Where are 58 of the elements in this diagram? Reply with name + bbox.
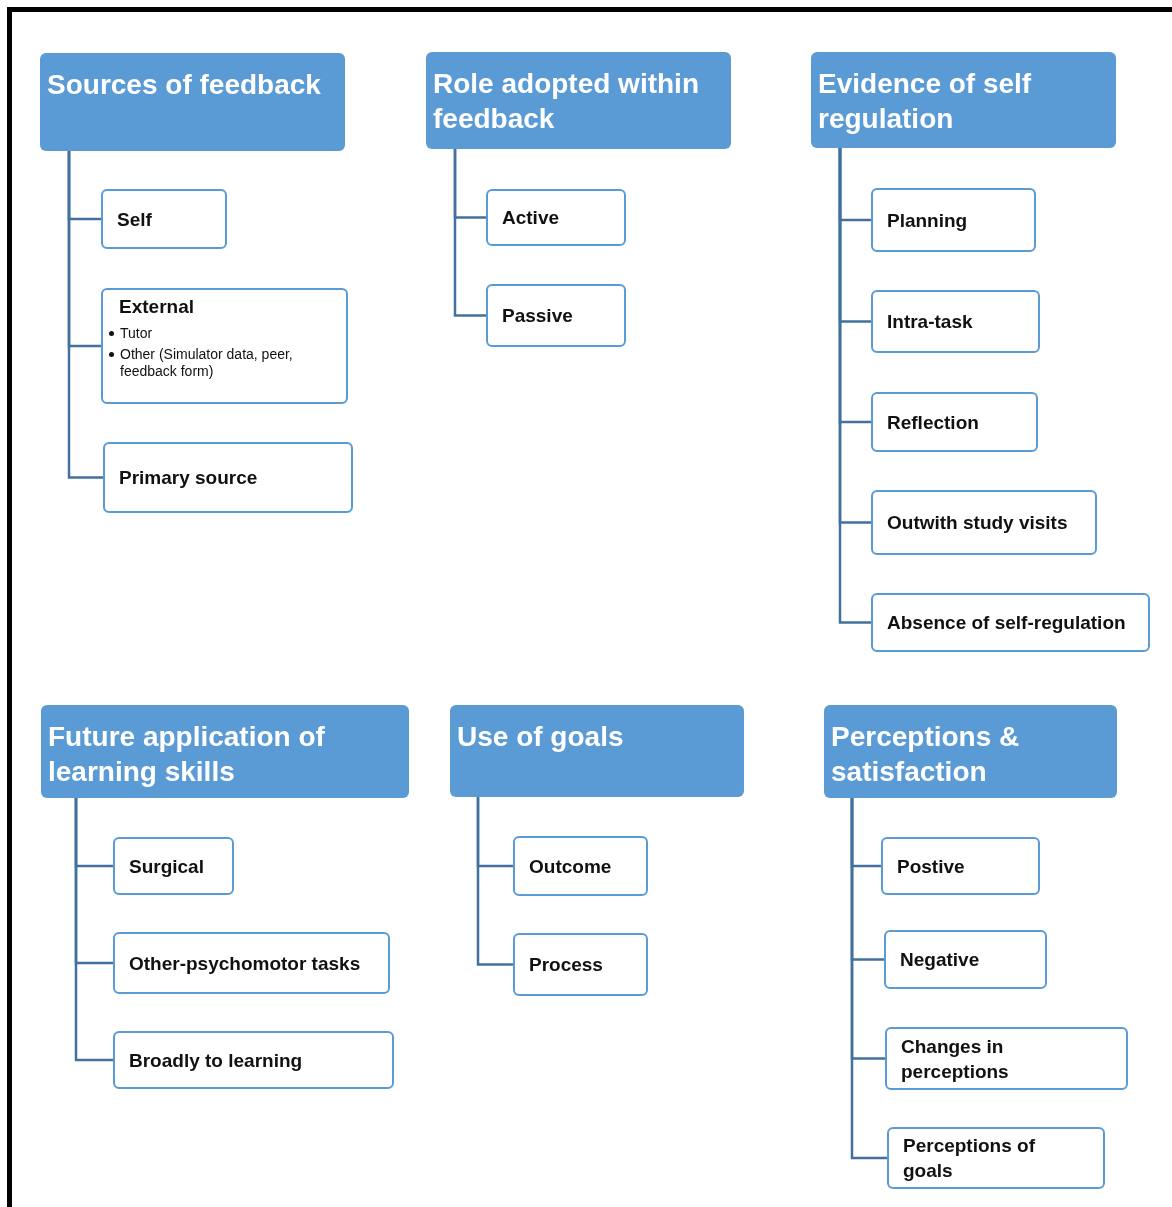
connector-line	[838, 148, 871, 624]
subcategory-box	[103, 442, 353, 513]
subcategory-label: Intra-task	[887, 310, 974, 334]
bullet-item: Other (Simulator data, peer, feedback form)	[120, 346, 294, 380]
connector-line	[67, 151, 103, 479]
subcategory-box	[113, 932, 390, 994]
connector-line	[453, 149, 486, 317]
category-box	[40, 53, 345, 151]
subcategory-label: Negative	[900, 948, 981, 972]
subcategory-label: Process	[529, 953, 604, 977]
subcategory-box	[871, 490, 1097, 555]
bullet-item: Tutor	[120, 325, 153, 342]
subcategory-label: Outcome	[529, 854, 613, 879]
subcategory-box	[486, 189, 626, 246]
subcategory-label: Active	[502, 206, 561, 230]
category-box	[426, 52, 731, 149]
subcategory-label: Planning	[887, 208, 969, 233]
category-box	[824, 705, 1117, 798]
subcategory-label: Primary source	[119, 466, 259, 490]
category-box	[41, 705, 409, 798]
connector-line	[476, 797, 513, 966]
category-box	[811, 52, 1116, 148]
subcategory-box	[887, 1127, 1105, 1189]
subcategory-label: Surgical	[129, 854, 205, 879]
subcategory-box	[871, 188, 1036, 252]
subcategory-box	[513, 933, 648, 996]
subcategory-label: Changes in perceptions	[901, 1034, 1010, 1084]
subcategory-box	[884, 930, 1047, 989]
subcategory-label: External	[118, 295, 195, 319]
subcategory-box	[885, 1027, 1128, 1090]
category-box	[450, 705, 744, 797]
category-title: Perceptions & satisfaction	[831, 720, 1021, 789]
subcategory-label: Passive	[502, 304, 574, 328]
subcategory-box	[486, 284, 626, 347]
subcategory-box	[113, 1031, 394, 1089]
subcategory-box	[871, 392, 1038, 452]
subcategory-label: Broadly to learning	[129, 1048, 304, 1073]
subcategory-box	[113, 837, 234, 895]
subcategory-box	[101, 288, 348, 404]
subcategory-label: Perceptions of goals	[903, 1134, 1036, 1183]
subcategory-box	[101, 189, 227, 249]
category-title: Role adopted within feedback	[433, 67, 700, 136]
subcategory-label: Self	[117, 207, 153, 232]
subcategory-label: Postive	[897, 854, 966, 879]
category-title: Future application of learning skills	[48, 720, 326, 789]
subcategory-label: Outwith study visits	[887, 511, 1069, 535]
connector-line	[850, 798, 887, 1160]
category-title: Evidence of self regulation	[818, 67, 1033, 136]
subcategory-box	[513, 836, 648, 896]
subcategory-box	[881, 837, 1040, 895]
subcategory-box	[871, 593, 1150, 652]
connector-line	[74, 798, 113, 1062]
subcategory-label: Reflection	[887, 410, 980, 435]
subcategory-label: Other-psychomotor tasks	[129, 951, 362, 976]
subcategory-label: Absence of self-regulation	[887, 611, 1127, 635]
category-title: Sources of feedback	[47, 68, 322, 102]
subcategory-box	[871, 290, 1040, 353]
category-title: Use of goals	[457, 720, 625, 754]
